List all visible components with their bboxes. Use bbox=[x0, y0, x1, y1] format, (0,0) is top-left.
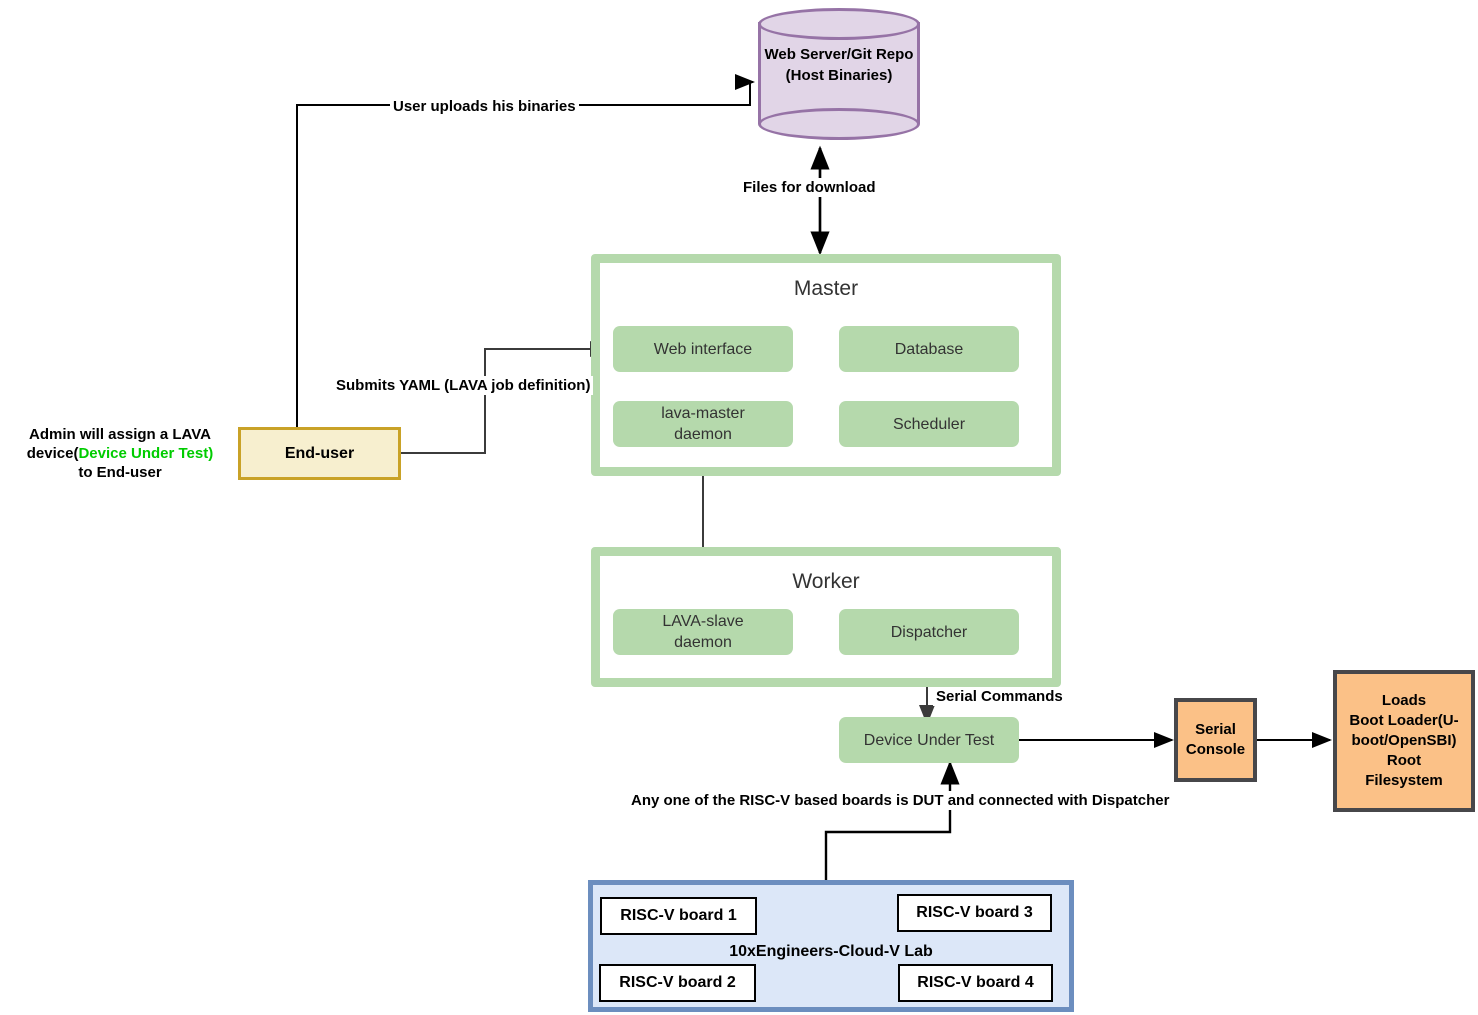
node-riscv-board-1[interactable]: RISC-V board 1 bbox=[600, 897, 757, 935]
admin-line-2-prefix: device( bbox=[26, 445, 79, 462]
edge-label-serial-commands: Serial Commands bbox=[933, 687, 1066, 706]
annotation-admin-assign: Admin will assign a LAVA device(Device U… bbox=[2, 425, 238, 482]
edge-label-files-for-download: Files for download bbox=[740, 178, 879, 197]
node-database[interactable]: Database bbox=[839, 326, 1019, 372]
node-device-under-test[interactable]: Device Under Test bbox=[839, 717, 1019, 763]
edge-label-user-uploads: User uploads his binaries bbox=[390, 97, 579, 116]
cylinder-top bbox=[758, 8, 920, 40]
node-riscv-board-3[interactable]: RISC-V board 3 bbox=[897, 894, 1052, 932]
repo-label: Web Server/Git Repo (Host Binaries) bbox=[764, 46, 914, 84]
admin-line-2-highlight: Device Under Test) bbox=[78, 445, 214, 462]
admin-line-3: to End-user bbox=[78, 464, 162, 481]
edge-label-dut-note: Any one of the RISC-V based boards is DU… bbox=[628, 791, 1173, 810]
node-web-interface[interactable]: Web interface bbox=[613, 326, 793, 372]
edge-lab-to-dut bbox=[824, 760, 960, 880]
edge-enduser-to-webinterface bbox=[401, 341, 610, 454]
node-scheduler[interactable]: Scheduler bbox=[839, 401, 1019, 447]
node-web-server-git-repo[interactable]: Web Server/Git Repo (Host Binaries) bbox=[758, 4, 920, 142]
lab-title: 10xEngineers-Cloud-V Lab bbox=[729, 943, 933, 960]
edge-label-submits-yaml: Submits YAML (LAVA job definition) bbox=[333, 376, 594, 395]
node-riscv-board-2[interactable]: RISC-V board 2 bbox=[599, 964, 756, 1002]
admin-line-1: Admin will assign a LAVA bbox=[29, 426, 211, 443]
master-title: Master bbox=[793, 277, 859, 300]
node-end-user[interactable]: End-user bbox=[238, 427, 401, 480]
node-dispatcher[interactable]: Dispatcher bbox=[839, 609, 1019, 655]
cylinder-bottom bbox=[758, 108, 920, 140]
worker-title: Worker bbox=[792, 570, 860, 593]
node-riscv-board-4[interactable]: RISC-V board 4 bbox=[898, 964, 1053, 1002]
